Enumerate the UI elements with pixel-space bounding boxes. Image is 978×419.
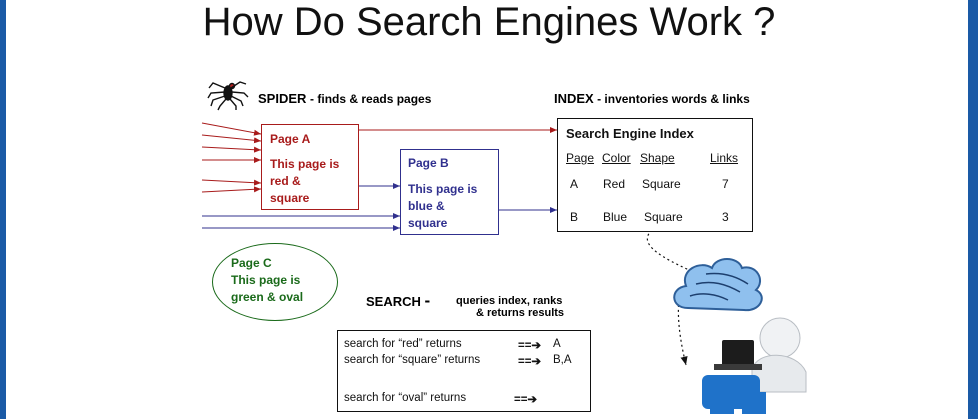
page-c-oval: Page C This page is green & oval [212,243,338,321]
page-b-box: Page B This page is blue & square [400,149,499,235]
spider-label: SPIDER [258,91,307,106]
search-query-arrow: ==➔ [518,340,542,352]
spider-heading: SPIDER - finds & reads pages [258,91,431,106]
cloud-icon [673,258,763,312]
page-b-title: Page B [408,156,449,170]
page-c-text-line: green & oval [231,290,304,304]
index-desc: - inventories words & links [593,92,750,106]
search-query-result: A [553,338,561,350]
index-col-header: Color [602,151,631,165]
page-b-text-line: This page is [408,182,478,196]
page-b-text-line: square [408,216,448,230]
index-cell: Red [603,177,626,191]
user-at-laptop-icon [702,317,807,414]
index-col-header: Page [566,151,595,165]
search-results-box: search for “red” returns ==➔ A search fo… [337,330,591,412]
page-a-title: Page A [270,132,311,146]
page-a-box: Page A This page is red & square [261,124,359,210]
search-label: SEARCH [366,294,421,309]
search-query-arrow: ==➔ [518,356,542,368]
page-a-text-line: This page is [270,157,340,171]
page-b-text-line: blue & [408,199,445,213]
index-col-header: Links [710,151,739,165]
search-query-arrow: ==➔ [514,394,538,406]
search-engine-index-box: Search Engine Index Page Color Shape Lin… [557,118,753,232]
index-cell: B [570,210,579,224]
search-dash: - [424,291,431,310]
index-cell: A [570,177,579,191]
search-desc-line: & returns results [476,307,565,319]
index-label: INDEX [554,91,594,106]
index-cell: 7 [722,177,729,191]
index-col-header: Shape [640,151,675,165]
search-query-text: search for “oval” returns [344,392,467,404]
page-title: How Do Search Engines Work ? [202,0,776,44]
page-a-text-line: red & [270,174,301,188]
search-query-text: search for “red” returns [344,338,462,350]
page-c-text-line: This page is [231,273,301,287]
page-c-title: Page C [231,256,272,270]
index-cell: Square [642,177,681,191]
index-cell: Blue [603,210,628,224]
spider-desc: - finds & reads pages [310,92,432,106]
search-query-text: search for “square” returns [344,354,481,366]
index-cell: Square [644,210,683,224]
page-a-text-line: square [270,191,310,205]
search-heading: SEARCH - [366,291,430,311]
search-desc-line: queries index, ranks [456,295,563,307]
search-query-result: B,A [553,354,572,366]
index-cell: 3 [722,210,729,224]
index-heading: INDEX - inventories words & links [554,91,750,106]
index-table-title: Search Engine Index [566,126,694,141]
spider-icon [207,81,249,111]
